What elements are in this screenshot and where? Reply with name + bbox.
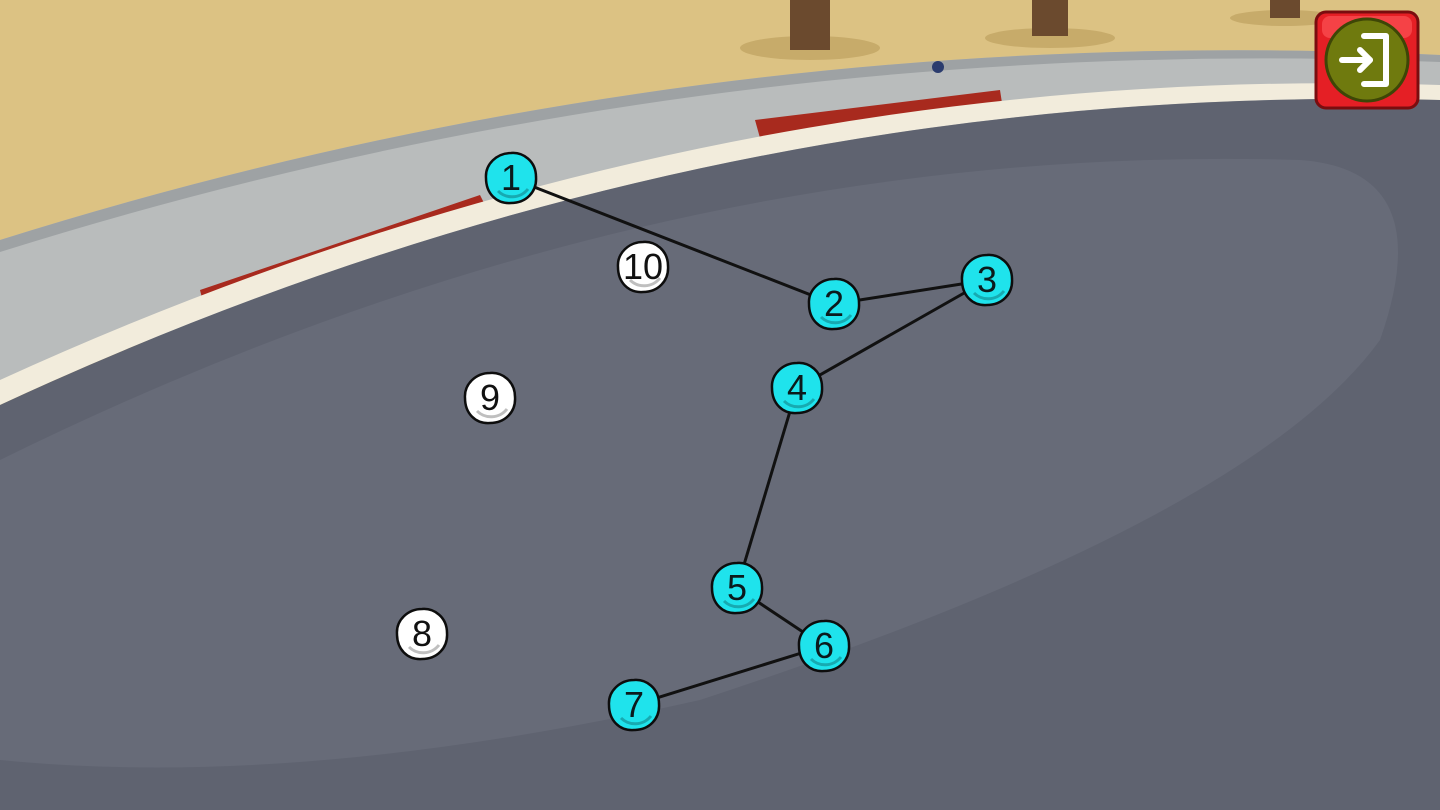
dot-4[interactable]: 4 xyxy=(770,361,824,415)
dot-number: 5 xyxy=(726,567,748,608)
dot-shape xyxy=(463,371,517,425)
exit-button[interactable] xyxy=(1314,10,1420,110)
dot-number: 6 xyxy=(813,625,835,666)
dot-10[interactable]: 10 xyxy=(616,240,670,294)
connecting-line xyxy=(510,176,835,306)
exit-icon xyxy=(1339,33,1389,87)
dot-shape xyxy=(807,277,861,331)
dot-8[interactable]: 8 xyxy=(395,607,449,661)
dot-shape xyxy=(797,619,851,673)
dot-number: 4 xyxy=(786,367,808,408)
tree-trunks xyxy=(740,0,1340,60)
dot-number: 3 xyxy=(976,259,998,300)
dot-shape xyxy=(616,240,670,294)
dot-shape xyxy=(960,253,1014,307)
dot-6[interactable]: 6 xyxy=(797,619,851,673)
dot-number: 7 xyxy=(623,684,645,725)
dot-1[interactable]: 1 xyxy=(484,151,538,205)
dot-3[interactable]: 3 xyxy=(960,253,1014,307)
dot-9[interactable]: 9 xyxy=(463,371,517,425)
dot-shape xyxy=(484,151,538,205)
dot-number: 2 xyxy=(823,283,845,324)
dot-shape xyxy=(770,361,824,415)
dot-shape xyxy=(607,678,661,732)
dot-shape xyxy=(710,561,764,615)
dot-7[interactable]: 7 xyxy=(607,678,661,732)
dot-number: 10 xyxy=(622,246,664,287)
connecting-line xyxy=(796,278,988,390)
dot-shape xyxy=(395,607,449,661)
dot-number: 1 xyxy=(500,157,522,198)
dot-2[interactable]: 2 xyxy=(807,277,861,331)
connecting-line xyxy=(735,387,799,589)
dot-number: 9 xyxy=(479,377,501,418)
dot-number: 8 xyxy=(411,613,433,654)
dot-5[interactable]: 5 xyxy=(710,561,764,615)
connecting-line xyxy=(633,644,825,707)
